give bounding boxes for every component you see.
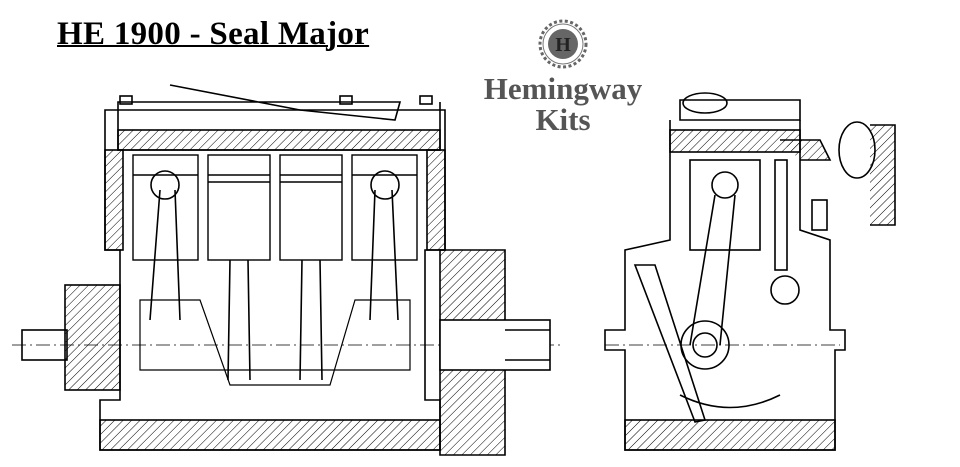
drawing-title: HE 1900 - Seal Major xyxy=(57,16,370,52)
logo-sub: Kits xyxy=(535,102,591,137)
end-section-view xyxy=(604,92,896,451)
gear-logo-icon: H xyxy=(538,19,588,69)
logo-brand: Hemingway xyxy=(483,71,643,106)
logo-letter: H xyxy=(555,34,571,56)
side-section-view xyxy=(12,84,560,456)
hemingway-kits-logo: H Hemingway Kits xyxy=(478,18,648,136)
